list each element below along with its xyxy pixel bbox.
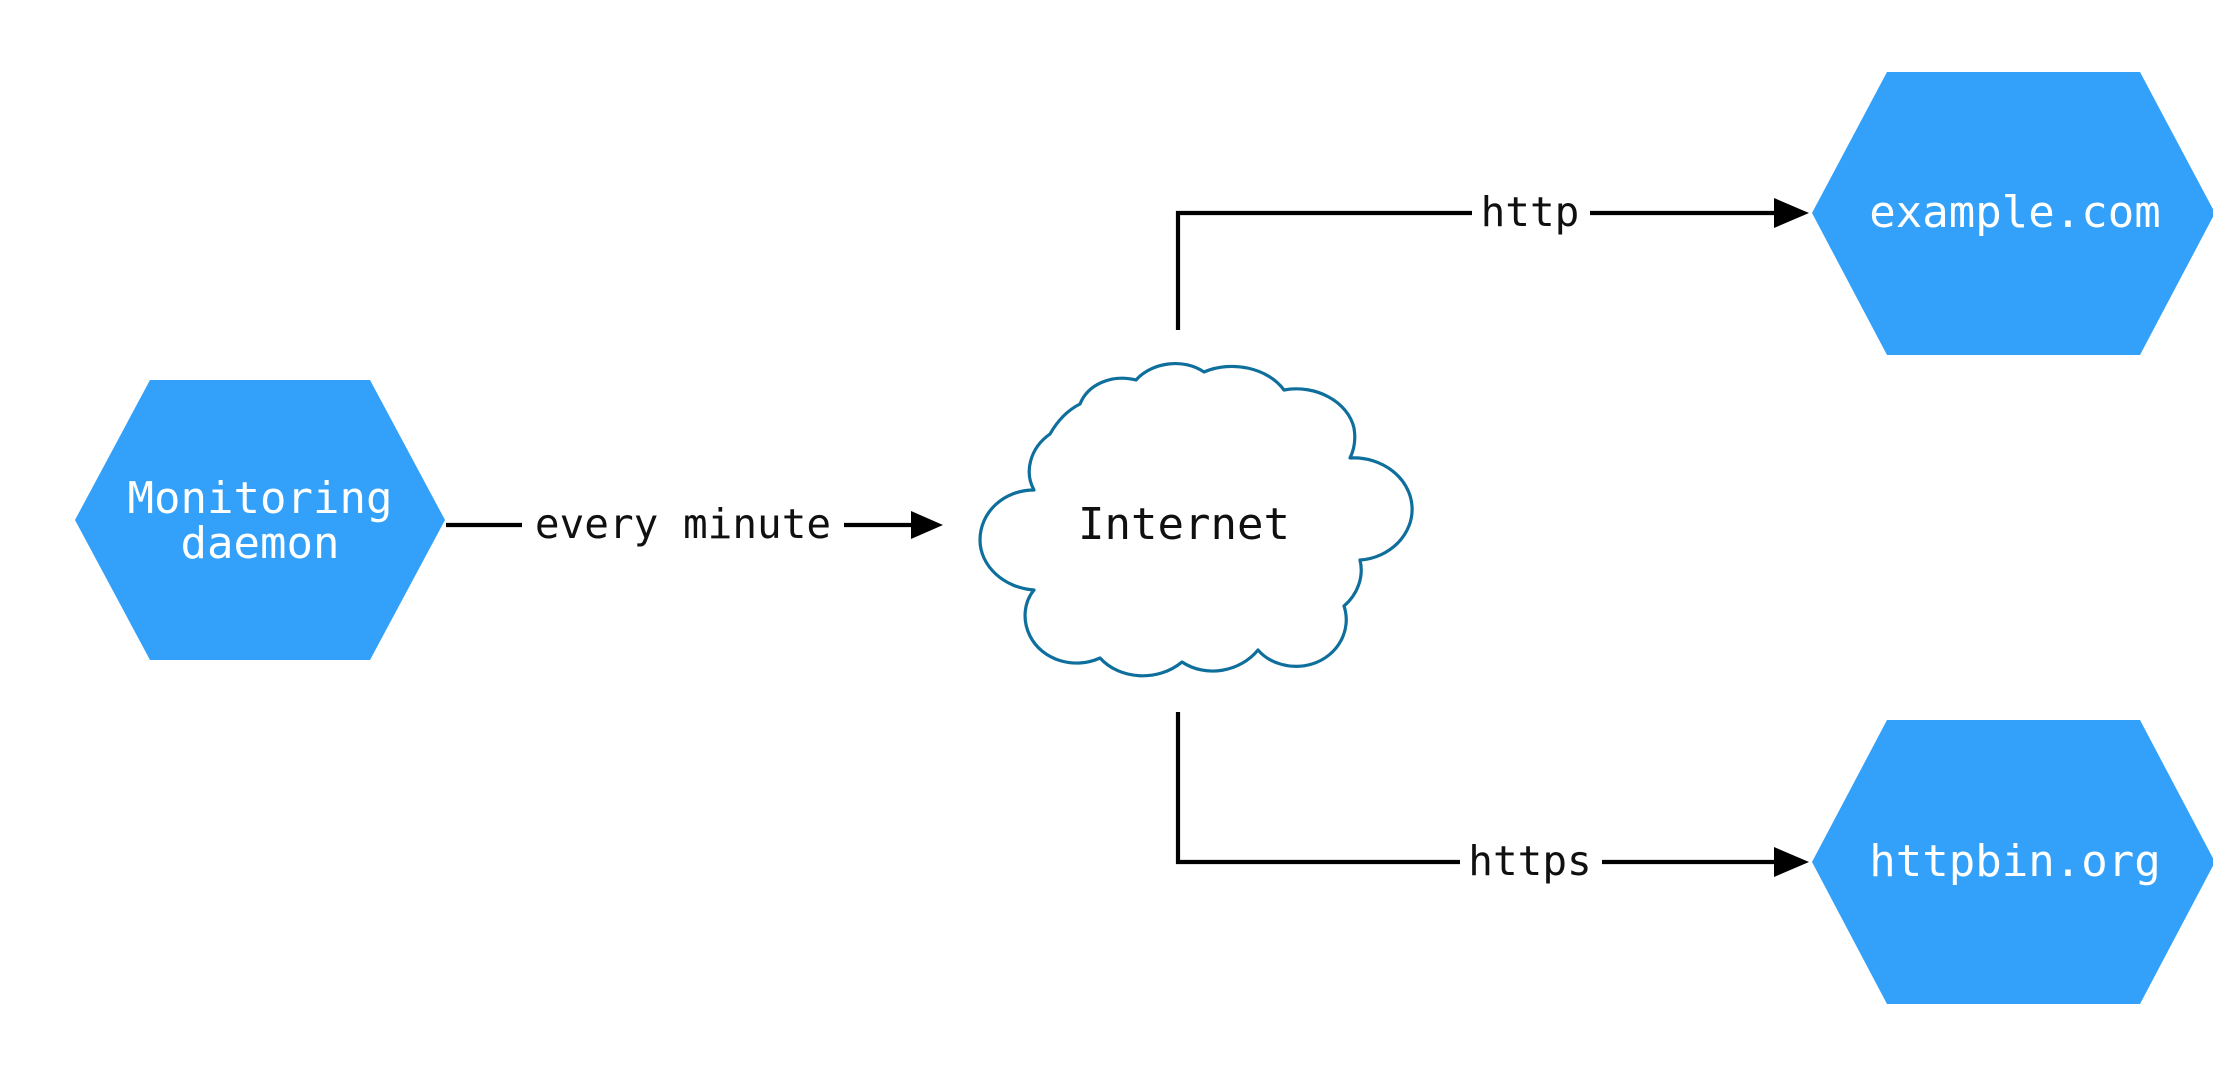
edge-daemon-to-internet[interactable]: every minute bbox=[446, 498, 943, 554]
edge-internet-to-example[interactable]: http bbox=[1175, 186, 1809, 330]
monitoring-daemon-label-line1: Monitoring bbox=[128, 473, 393, 524]
edge-internet-example-arrowhead bbox=[1774, 198, 1809, 228]
httpbin-org-hexagon-shape bbox=[1812, 720, 2213, 1004]
edge-internet-httpbin-label-bg bbox=[1460, 835, 1602, 891]
example-com-label: example.com bbox=[1869, 187, 2160, 238]
node-httpbin-org[interactable]: httpbin.org bbox=[1812, 720, 2213, 1004]
monitoring-daemon-hexagon-shape bbox=[75, 380, 445, 660]
edge-daemon-internet-label-bg bbox=[522, 498, 844, 554]
internet-cloud-shape bbox=[978, 362, 1414, 678]
httpbin-org-label: httpbin.org bbox=[1869, 836, 2160, 887]
node-example-com[interactable]: example.com bbox=[1812, 72, 2213, 355]
example-com-hexagon-shape bbox=[1812, 72, 2213, 355]
node-monitoring-daemon[interactable]: Monitoring daemon bbox=[75, 380, 445, 660]
monitoring-daemon-label-line2: daemon bbox=[181, 518, 340, 569]
edge-daemon-internet-arrowhead bbox=[911, 511, 943, 539]
internet-label: Internet bbox=[1078, 499, 1290, 550]
node-internet[interactable]: Internet bbox=[978, 362, 1414, 678]
edge-internet-example-label-bg bbox=[1472, 186, 1590, 242]
edge-internet-to-httpbin[interactable]: https bbox=[1175, 712, 1809, 891]
edge-internet-httpbin-arrowhead bbox=[1774, 847, 1809, 877]
edge-internet-httpbin-label: https bbox=[1468, 837, 1591, 885]
edge-internet-example-label: http bbox=[1481, 188, 1580, 236]
edge-internet-example-line bbox=[1175, 210, 1800, 330]
edge-daemon-internet-label: every minute bbox=[535, 500, 831, 548]
